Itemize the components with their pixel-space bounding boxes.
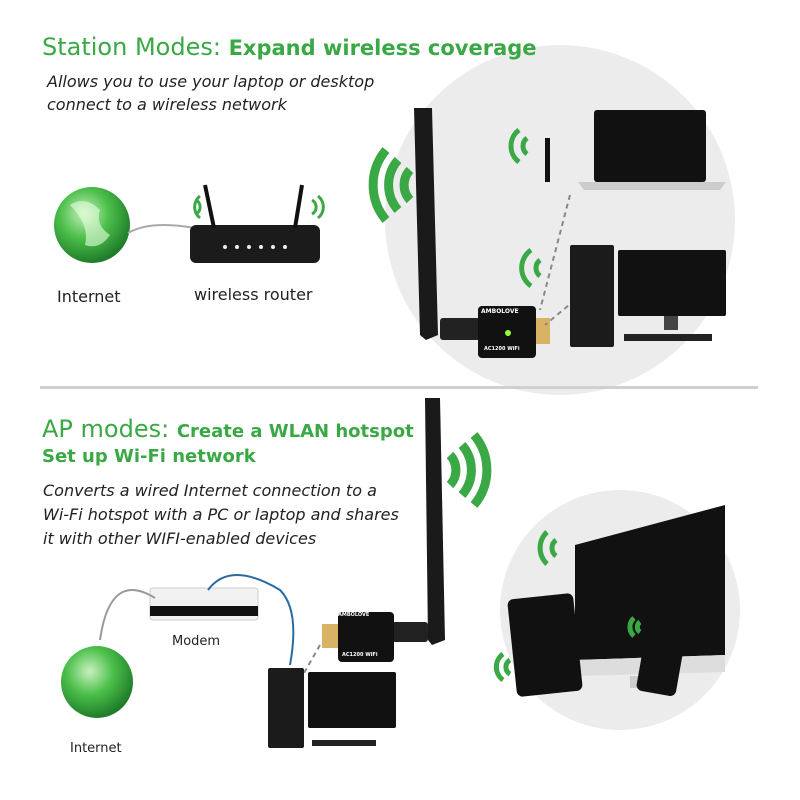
tablet-icon xyxy=(507,593,583,697)
desktop-computer-icon xyxy=(570,245,726,347)
desktop-computer-icon xyxy=(268,668,396,748)
wifi-signal-icon xyxy=(193,194,325,220)
station-background-circle xyxy=(385,45,735,395)
wifi-signal-icon xyxy=(508,128,542,289)
cable xyxy=(99,589,156,641)
adapter-brand: AMBOLOVE xyxy=(338,612,370,618)
station-mode-description: Allows you to use your laptop or desktop… xyxy=(47,72,375,114)
ap-mode-title: AP modes: Create a WLAN hotspot xyxy=(42,415,414,443)
section-divider xyxy=(40,386,758,389)
cable xyxy=(127,224,196,234)
internet-globe-icon xyxy=(54,187,130,263)
wifi-signal-icon xyxy=(493,530,642,683)
usb-wifi-adapter-icon xyxy=(414,108,550,358)
modem-label: Modem xyxy=(172,634,221,649)
modem-icon xyxy=(149,587,259,621)
laptop-icon xyxy=(545,110,726,190)
internet-label: Internet xyxy=(57,287,121,306)
internet-globe-icon xyxy=(61,646,133,718)
adapter-model: AC1200 WiFi xyxy=(484,346,520,352)
usb-wifi-adapter-icon xyxy=(322,398,445,662)
smartphone-icon xyxy=(636,616,688,696)
wireless-router-label: wireless router xyxy=(194,285,313,304)
adapter-brand: AMBOLOVE xyxy=(481,308,519,315)
wifi-signal-icon xyxy=(368,147,414,223)
ap-internet-label: Internet xyxy=(70,741,122,756)
wifi-signal-icon xyxy=(446,432,492,508)
adapter-model: AC1200 WiFi xyxy=(342,652,378,658)
router-icon xyxy=(190,184,320,263)
cable xyxy=(207,574,295,666)
station-mode-title: Station Modes: Expand wireless coverage xyxy=(42,33,537,61)
ap-mode-subtitle: Set up Wi-Fi network xyxy=(42,446,256,467)
ap-mode-description: Converts a wired Internet connection to … xyxy=(43,481,399,548)
